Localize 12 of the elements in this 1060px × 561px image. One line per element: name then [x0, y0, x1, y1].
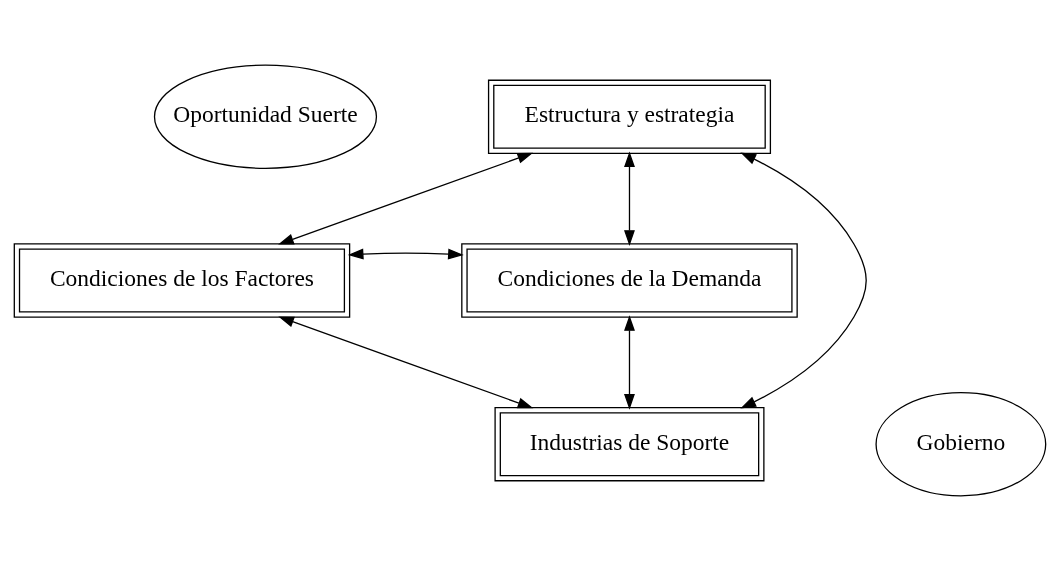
node-box: Industrias de Soporte: [494, 407, 765, 482]
node-box: Condiciones de la Demanda: [461, 243, 798, 318]
node-box: Condiciones de los Factores: [13, 243, 351, 318]
node-ellipse: Oportunidad Suerte: [153, 64, 378, 169]
arrow: [624, 151, 635, 246]
node-ellipse: Gobierno: [875, 392, 1047, 497]
arrow: [278, 316, 534, 409]
arrow: [278, 152, 534, 245]
node-box: Estructura y estrategia: [487, 79, 772, 154]
arrow: [624, 315, 635, 410]
arrow: [347, 248, 464, 260]
arrow: [740, 152, 867, 409]
